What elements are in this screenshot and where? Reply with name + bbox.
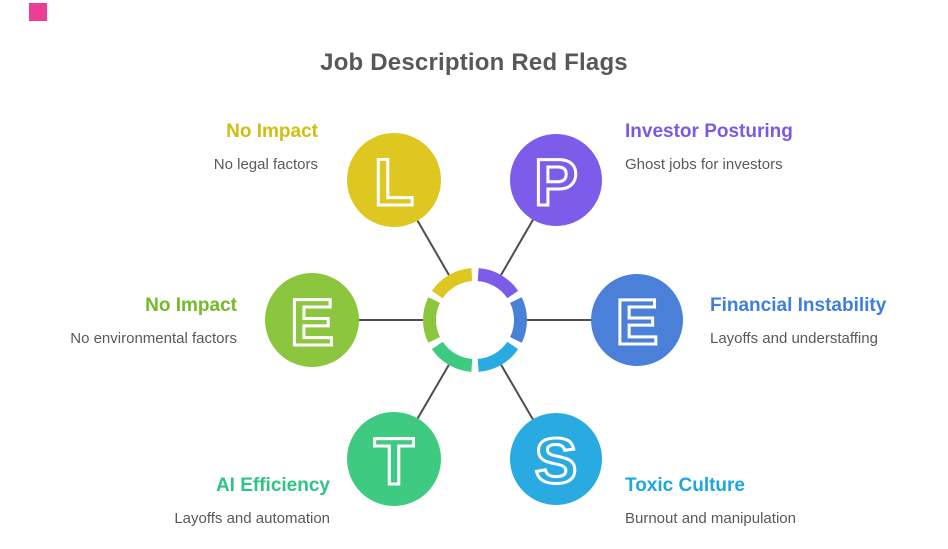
- node-letter-e-left: E: [290, 285, 334, 359]
- node-sublabel: No environmental factors: [70, 330, 237, 347]
- node-circle-political: [510, 134, 602, 226]
- node-label: Investor Posturing: [625, 121, 793, 142]
- center-ring: [423, 268, 527, 372]
- node-letter-t: T: [374, 424, 414, 498]
- ring-segment-bottom-right: [477, 341, 519, 372]
- node-label-block-environmental: No Impact No environmental factors: [70, 294, 237, 348]
- node-letter-e-right: E: [616, 286, 659, 358]
- node-label-block-technological: AI Efficiency Layoffs and automation: [174, 474, 330, 528]
- ring-segment-top-left: [431, 268, 473, 299]
- node-letter-l: L: [374, 145, 414, 219]
- node-circle-legal: [347, 133, 441, 227]
- node-sublabel: Layoffs and understaffing: [710, 330, 878, 347]
- node-label: No Impact: [226, 121, 318, 142]
- ring-segment-top-right: [477, 268, 519, 299]
- node-label-block-social: Toxic Culture Burnout and manipulation: [625, 474, 796, 528]
- node-label: AI Efficiency: [215, 475, 330, 496]
- node-label-block-economic: Financial Instability Layoffs and unders…: [710, 294, 886, 348]
- ring-inner-mask: [423, 268, 527, 372]
- node-circle-social: [510, 413, 602, 505]
- node-label-block-political: Investor Posturing Ghost jobs for invest…: [625, 120, 793, 174]
- node-sublabel: Burnout and manipulation: [625, 510, 796, 527]
- node-label-block-legal: No Impact No legal factors: [214, 120, 318, 174]
- node-sublabel: Ghost jobs for investors: [625, 156, 783, 173]
- node-label: Toxic Culture: [625, 475, 745, 496]
- node-letter-p: P: [534, 145, 578, 219]
- node-circle-technological: [347, 412, 441, 506]
- brand-square: [29, 3, 47, 21]
- ring-segment-left: [423, 297, 441, 343]
- node-letter-s: S: [535, 425, 578, 497]
- ring-segment-right: [509, 297, 527, 343]
- node-sublabel: Layoffs and automation: [174, 510, 330, 527]
- node-circle-environmental: [265, 273, 359, 367]
- node-label: Financial Instability: [710, 295, 887, 316]
- node-sublabel: No legal factors: [213, 156, 318, 173]
- node-label: No Impact: [145, 295, 237, 316]
- node-letters: L P E E T S: [288, 144, 659, 500]
- page-title: Job Description Red Flags: [320, 49, 628, 76]
- node-circle-economic: [591, 274, 683, 366]
- ring-segment-bottom-left: [431, 341, 473, 372]
